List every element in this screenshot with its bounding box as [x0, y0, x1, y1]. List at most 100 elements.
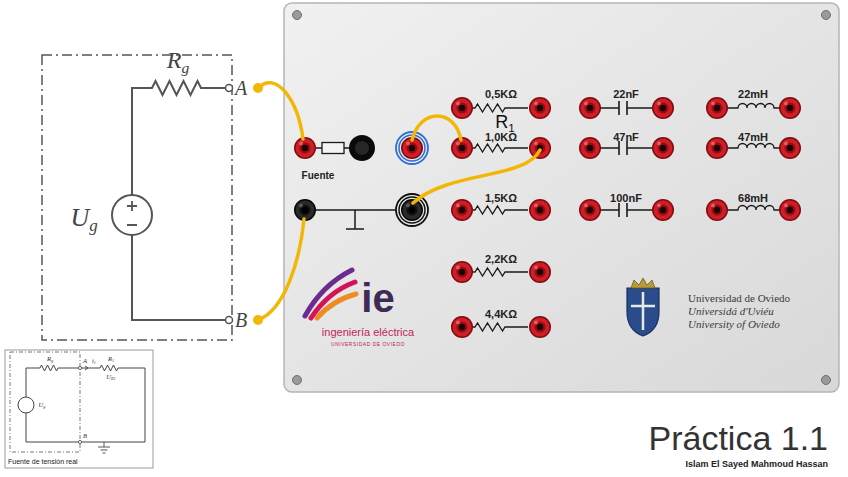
- capacitor-symbol: [600, 141, 653, 155]
- banana-jack: [451, 199, 473, 221]
- inset-label: A: [83, 358, 87, 365]
- inset-label: UR1: [106, 374, 115, 381]
- test-leads: [258, 83, 540, 320]
- banana-jack: [529, 199, 551, 221]
- dashdot-border: [42, 55, 232, 340]
- jack-ring: [399, 197, 425, 223]
- yellow-wire: [258, 219, 304, 320]
- component-label: R1: [495, 113, 515, 131]
- banana-jack: [706, 97, 728, 119]
- terminal-label: A: [235, 78, 247, 98]
- dashdot-border: [10, 352, 80, 452]
- banana-jack: [451, 316, 473, 338]
- component-value: 68mH: [738, 193, 768, 204]
- inductor-symbol: [727, 144, 780, 149]
- terminal: [78, 366, 81, 369]
- component-value: 22mH: [738, 89, 768, 100]
- banana-jack: [779, 199, 801, 221]
- capacitor-symbol: [600, 203, 653, 217]
- lab-board: [284, 3, 839, 392]
- terminal: [226, 317, 233, 324]
- ground-symbol: [98, 442, 110, 453]
- component-value: 4,4KΩ: [485, 309, 517, 320]
- component-value: 0,5KΩ: [485, 89, 517, 100]
- author-name: Islam El Sayed Mahmoud Hassan: [685, 460, 828, 469]
- component-value: 47nF: [613, 132, 639, 143]
- banana-jack: [652, 137, 674, 159]
- ground-symbol: [316, 210, 396, 229]
- inset-caption: Fuente de tensión real: [8, 458, 78, 465]
- board-panel: [284, 3, 839, 392]
- banana-jack: [529, 316, 551, 338]
- component-value: 1,5KΩ: [485, 193, 517, 204]
- component-value: 2,2KΩ: [485, 254, 517, 265]
- screw: [293, 11, 302, 20]
- banana-jack: [451, 261, 473, 283]
- terminal-label: B: [235, 310, 247, 330]
- banana-jack: [706, 199, 728, 221]
- source-symbol: [18, 397, 34, 413]
- logo-text: ie: [361, 278, 394, 318]
- inset-label: B: [83, 433, 87, 440]
- wire: [132, 235, 226, 320]
- source-symbol: [112, 195, 152, 235]
- screw: [293, 376, 302, 385]
- source-schematic: [42, 55, 233, 340]
- jack-ring: [396, 194, 428, 226]
- terminal: [78, 440, 81, 443]
- screw: [822, 376, 831, 385]
- inset-label: R1: [108, 356, 114, 363]
- banana-jack: [529, 137, 551, 159]
- banana-jack: [294, 137, 316, 159]
- banana-jack: [652, 97, 674, 119]
- inset-label: Ug: [39, 402, 46, 409]
- university-name: University of Oviedo: [688, 319, 780, 330]
- component-label: Rg: [167, 48, 189, 72]
- component-value: 47mH: [738, 132, 768, 143]
- practice-title: Práctica 1.1: [648, 421, 828, 455]
- component-value: 100nF: [610, 193, 642, 204]
- university-name: Universidá d'Uviéu: [688, 306, 774, 317]
- inset-label: Rg: [47, 356, 53, 363]
- inset-label: i1: [92, 358, 96, 365]
- banana-jack: [529, 97, 551, 119]
- component-value: 22nF: [613, 89, 639, 100]
- wire-dot: [253, 83, 263, 93]
- banana-jack: [779, 137, 801, 159]
- logo-text: UNIVERSIDAD DE OVIEDO: [331, 342, 405, 347]
- wire: [26, 365, 145, 442]
- banana-jack: [706, 137, 728, 159]
- yellow-wire: [258, 83, 303, 139]
- source-label: Ug: [70, 205, 97, 231]
- university-crest: [627, 278, 659, 336]
- banana-jack: [579, 137, 601, 159]
- banana-jack: [779, 97, 801, 119]
- fuse-symbol: [322, 143, 344, 154]
- fuse-holder: [355, 141, 369, 155]
- banana-jack: [652, 199, 674, 221]
- capacitor-symbol: [600, 101, 653, 115]
- logo-swoosh: [305, 270, 356, 318]
- inductor-symbol: [727, 104, 780, 109]
- inductor-symbol: [727, 206, 780, 211]
- banana-jack: [451, 97, 473, 119]
- yellow-wire: [413, 150, 540, 203]
- banana-jack: [579, 97, 601, 119]
- panel-label: Fuente: [302, 171, 335, 181]
- screw: [822, 11, 831, 20]
- polarity-marks: [127, 201, 137, 225]
- inset-schematic: [5, 350, 153, 468]
- resistor-symbol: [132, 81, 226, 195]
- inset-frame: [5, 350, 153, 468]
- logo-text: ingeniería eléctrica: [322, 327, 414, 338]
- fuse-holder: [349, 135, 375, 161]
- wire-dot: [253, 315, 263, 325]
- university-name: Universidad de Oviedo: [688, 293, 790, 304]
- current-arrow: [85, 366, 88, 370]
- terminal: [226, 85, 233, 92]
- banana-jack: [579, 199, 601, 221]
- component-value: 1,0KΩ: [485, 132, 517, 143]
- yellow-wire: [412, 116, 461, 140]
